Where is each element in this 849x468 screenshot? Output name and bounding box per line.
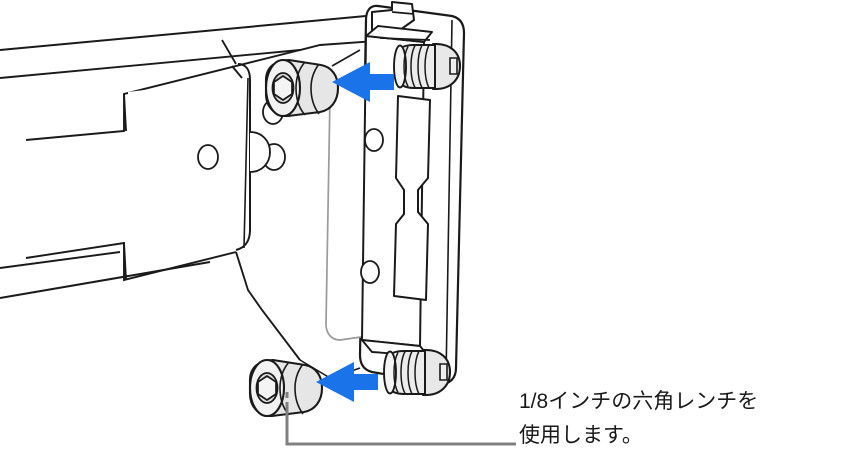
bracket-hole-upper: [364, 128, 384, 152]
leader-line-elbow: [285, 392, 516, 446]
threaded-post-upper: [392, 42, 462, 91]
rail-hole: [197, 144, 219, 170]
thumbscrew-upper: [264, 58, 340, 118]
mounting-bracket-plate: [325, 1, 466, 386]
callout-text: 1/8インチの六角レンチを 使用します。: [519, 390, 759, 447]
rail-hole: [249, 131, 271, 173]
bracket-hole-lower: [360, 260, 380, 284]
threaded-post-lower: [382, 348, 452, 397]
